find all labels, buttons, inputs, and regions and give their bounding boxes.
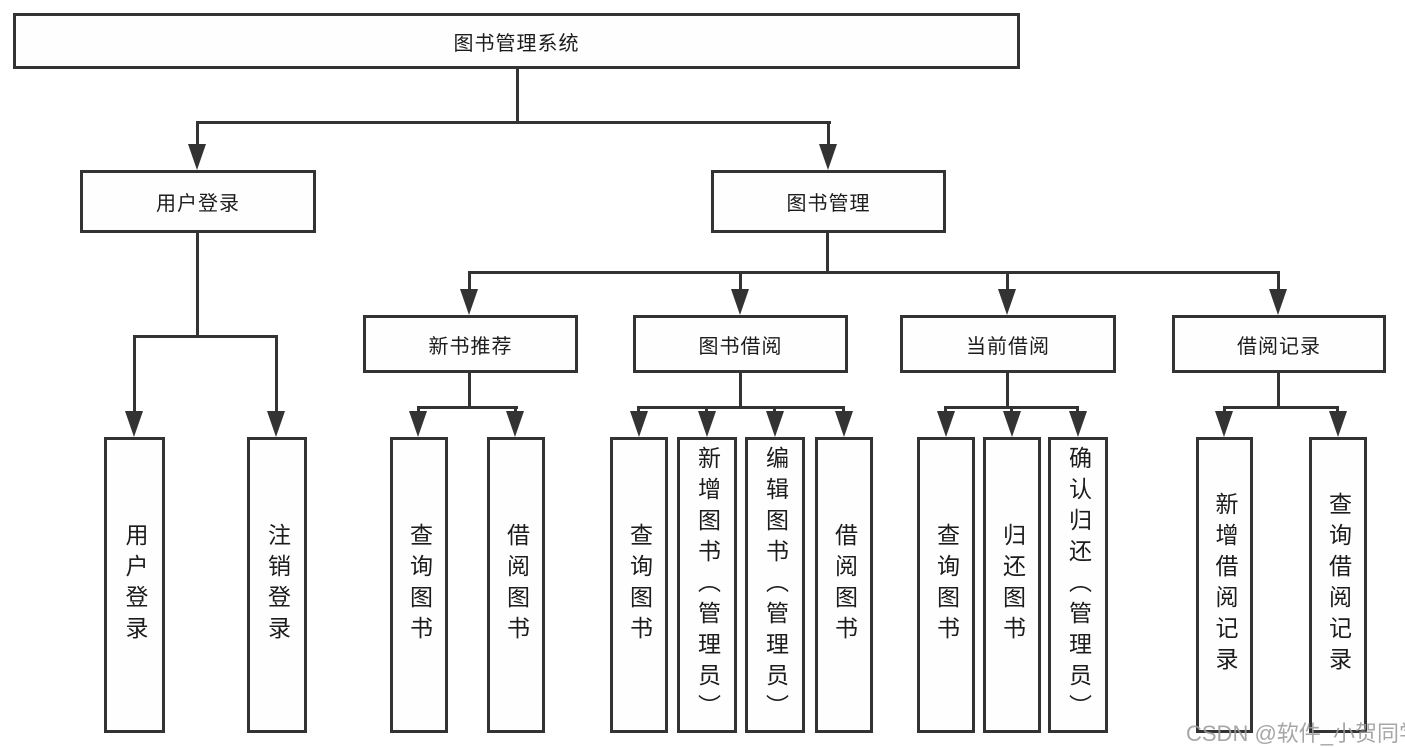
leaf-label: 新增借阅记录: [1212, 492, 1238, 678]
connector-vline: [739, 373, 742, 408]
leaf-query-books-borrowing: 查询图书: [610, 437, 668, 733]
node-root-library-management-system: 图书管理系统: [13, 13, 1020, 69]
watermark: CSDN @软件_小贺同学: [1186, 721, 1405, 746]
connector-vline: [417, 406, 420, 415]
arrow-down-icon: [835, 411, 853, 437]
connector-vline: [944, 406, 947, 415]
arrow-down-icon: [731, 289, 749, 315]
connector-vline: [516, 69, 519, 121]
arrow-down-icon: [698, 411, 716, 437]
leaf-label: 查询图书: [406, 523, 433, 647]
arrow-down-icon: [1069, 411, 1087, 437]
leaf-borrow-books-borrowing: 借阅图书: [815, 437, 873, 733]
leaf-confirm-return-admin: 确认归还（管理员）: [1048, 437, 1108, 733]
leaf-add-books-admin: 新增图书（管理员）: [677, 437, 737, 733]
leaf-label: 归还图书: [999, 523, 1026, 647]
node-label: 借阅记录: [1237, 335, 1321, 358]
connector-vline: [826, 233, 829, 274]
connector-vline: [1277, 373, 1280, 408]
connector-vline: [637, 406, 640, 415]
connector-vline: [773, 406, 776, 415]
node-label: 图书借阅: [698, 335, 783, 358]
node-label: 新书推荐: [428, 335, 513, 358]
node-user-login: 用户登录: [80, 170, 316, 233]
leaf-logout: 注销登录: [247, 437, 307, 733]
arrow-down-icon: [1215, 411, 1233, 437]
arrow-down-icon: [409, 411, 427, 437]
arrow-down-icon: [506, 411, 524, 437]
node-label: 图书管理: [786, 193, 871, 215]
connector-vline: [1006, 373, 1009, 408]
connector-vline: [275, 335, 278, 413]
node-new-book-recommend: 新书推荐: [363, 315, 578, 373]
arrow-down-icon: [125, 411, 143, 437]
leaf-label: 确认归还（管理员）: [1065, 445, 1092, 725]
connector-vline: [468, 373, 471, 408]
node-current-borrowing: 当前借阅: [900, 315, 1116, 373]
connector-vline: [1336, 406, 1339, 415]
node-label: 当前借阅: [966, 335, 1050, 358]
arrow-down-icon: [630, 411, 648, 437]
arrow-down-icon: [998, 289, 1016, 315]
arrow-down-icon: [1269, 289, 1287, 315]
leaf-label: 查询借阅记录: [1325, 492, 1352, 678]
arrow-down-icon: [460, 289, 478, 315]
connector-hline: [468, 271, 1280, 274]
leaf-label: 用户登录: [122, 523, 148, 647]
arrow-down-icon: [766, 411, 784, 437]
leaf-label: 编辑图书（管理员）: [762, 445, 789, 725]
connector-hline: [196, 121, 831, 124]
connector-hline: [133, 335, 278, 338]
connector-vline: [705, 406, 708, 415]
connector-vline: [1223, 406, 1226, 415]
node-borrow-records: 借阅记录: [1172, 315, 1386, 373]
arrow-down-icon: [188, 144, 206, 170]
connector-vline: [1076, 406, 1079, 415]
arrow-down-icon: [1003, 411, 1021, 437]
connector-vline: [739, 271, 742, 293]
connector-vline: [514, 406, 517, 415]
connector-hline: [637, 406, 845, 409]
node-label: 图书管理系统: [453, 32, 580, 55]
leaf-return-books: 归还图书: [983, 437, 1041, 733]
leaf-borrow-books-recommend: 借阅图书: [487, 437, 545, 733]
leaf-label: 新增图书（管理员）: [694, 445, 721, 725]
leaf-query-books-recommend: 查询图书: [390, 437, 448, 733]
connector-vline: [842, 406, 845, 415]
leaf-query-borrow-record: 查询借阅记录: [1309, 437, 1367, 733]
connector-vline: [1277, 271, 1280, 293]
connector-hline: [417, 406, 518, 409]
arrow-down-icon: [267, 411, 285, 437]
node-book-management: 图书管理: [711, 170, 946, 233]
leaf-edit-books-admin: 编辑图书（管理员）: [745, 437, 805, 733]
connector-vline: [468, 271, 471, 293]
arrow-down-icon: [1329, 411, 1347, 437]
connector-vline: [196, 121, 199, 148]
connector-vline: [133, 335, 136, 413]
arrow-down-icon: [937, 411, 955, 437]
connector-vline: [1006, 271, 1009, 293]
arrow-down-icon: [819, 144, 837, 170]
connector-vline: [1010, 406, 1013, 415]
leaf-query-books-current: 查询图书: [917, 437, 975, 733]
node-book-borrowing: 图书借阅: [633, 315, 848, 373]
connector-hline: [1223, 406, 1339, 409]
leaf-label: 借阅图书: [831, 523, 858, 647]
leaf-user-login: 用户登录: [104, 437, 165, 733]
leaf-label: 借阅图书: [503, 523, 530, 647]
connector-vline: [196, 233, 199, 337]
leaf-label: 查询图书: [933, 523, 960, 647]
leaf-add-borrow-record: 新增借阅记录: [1196, 437, 1253, 733]
node-label: 用户登录: [156, 193, 240, 215]
leaf-label: 注销登录: [264, 523, 291, 647]
connector-vline: [827, 121, 830, 148]
leaf-label: 查询图书: [626, 523, 653, 647]
